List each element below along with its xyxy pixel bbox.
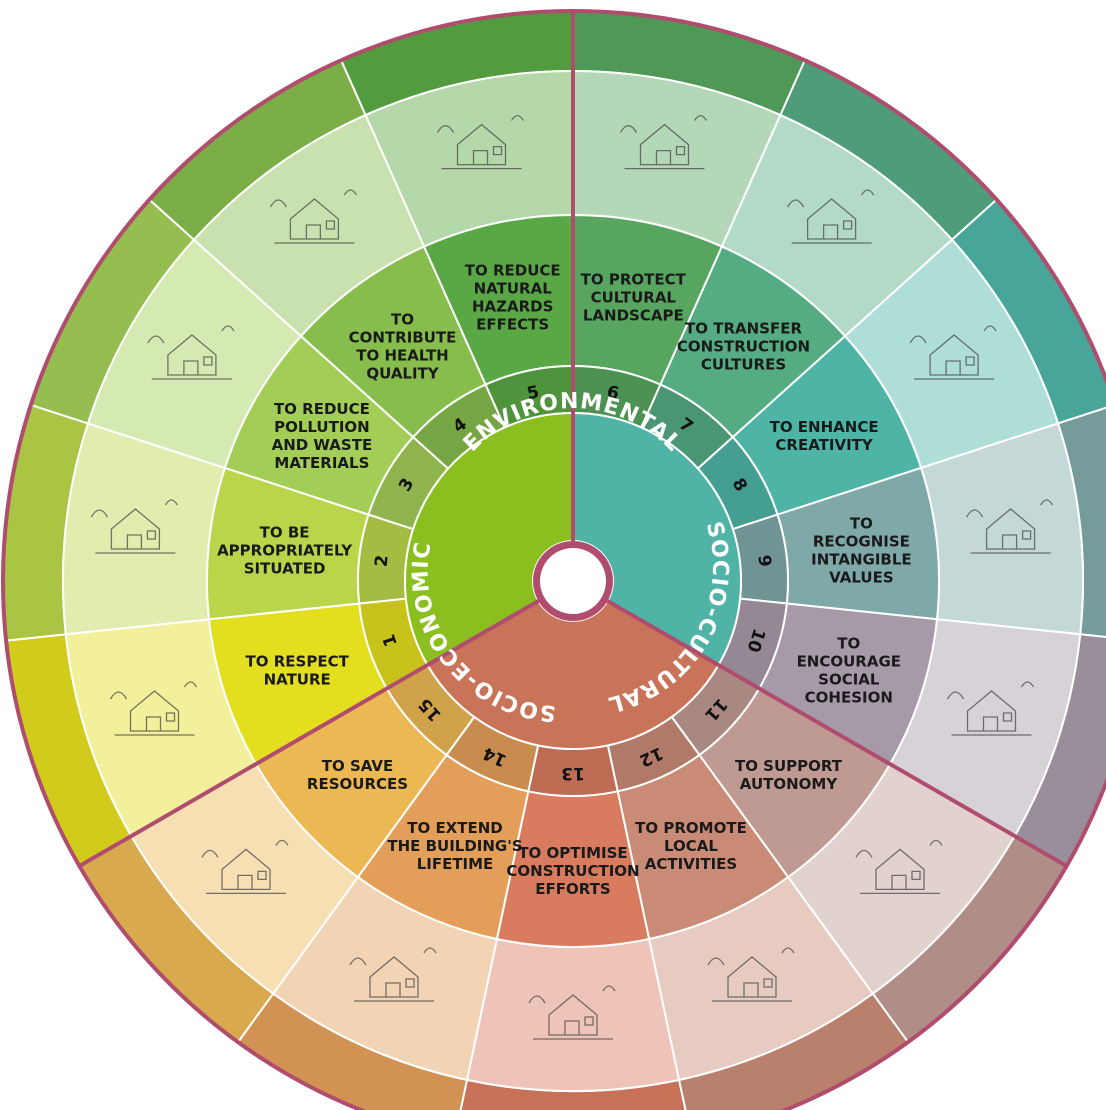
- sketch-tile-13: [465, 937, 681, 1093]
- goal-number-1: 1: [379, 632, 402, 649]
- house-hill-icon: [109, 681, 198, 736]
- goal-number-2: 2: [372, 554, 393, 568]
- goal-ring: [206, 213, 940, 948]
- sun-house-icon: [201, 839, 289, 895]
- trees-houses-icon: [528, 985, 616, 1040]
- category-divider-1: [78, 599, 540, 868]
- category-core: [404, 411, 742, 750]
- outer-border: [1, 9, 1106, 1110]
- village-icon: [946, 681, 1035, 736]
- street-icon: [855, 839, 943, 895]
- goal-number-5: 5: [525, 382, 541, 404]
- sketch-layer: [90, 114, 1054, 1040]
- ladder-house-icon: [349, 947, 437, 1002]
- ritual-icon: [966, 499, 1054, 554]
- ventilated-house-icon: [269, 189, 357, 244]
- workers-icon: [787, 189, 875, 244]
- outer-ring: [1, 9, 1106, 1110]
- goal-number-13: 13: [561, 763, 585, 783]
- houses-slope-icon: [90, 499, 178, 554]
- creativity-icon: [909, 325, 997, 380]
- market-icon: [707, 947, 795, 1002]
- hub-center: [540, 548, 606, 614]
- goal-number-9: 9: [753, 554, 774, 568]
- category-dividers: [1, 9, 1106, 1110]
- waste-icon: [147, 325, 235, 380]
- goal-number-6: 6: [605, 382, 621, 404]
- category-divider-3: [606, 599, 1068, 868]
- hazard-icon: [436, 114, 525, 170]
- landscape-icon: [619, 114, 708, 170]
